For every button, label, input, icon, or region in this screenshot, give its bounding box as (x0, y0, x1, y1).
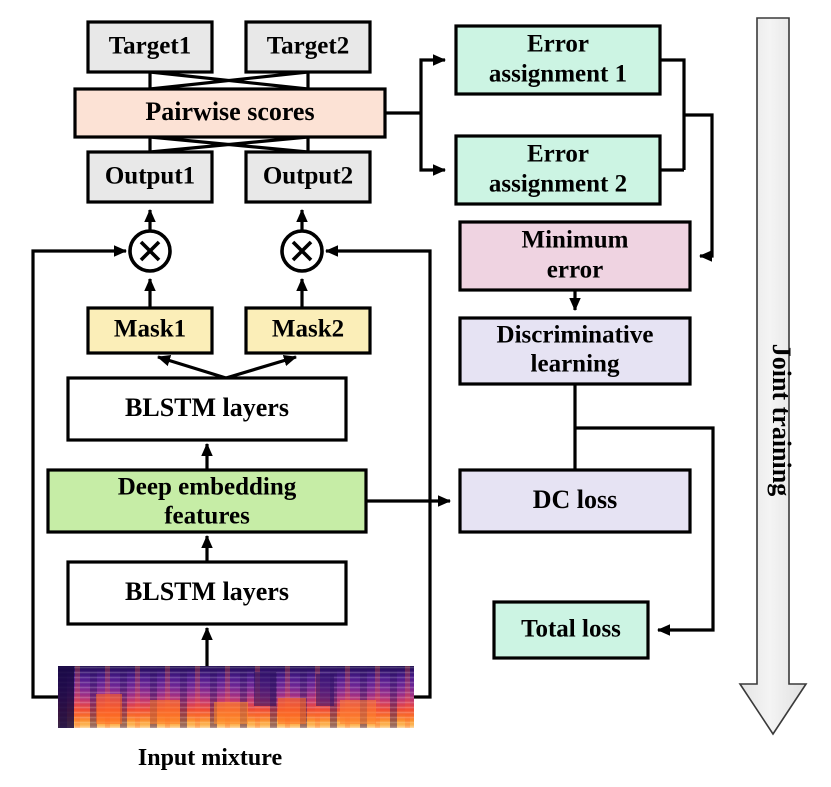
node-mask1[interactable]: Mask1 (86, 306, 214, 355)
edge-error1-to-merge (660, 58, 686, 170)
node-mask2[interactable]: Mask2 (244, 306, 372, 355)
embedding-label-line2: features (164, 503, 250, 530)
input-mixture-spectrogram (58, 666, 414, 728)
edge-group-left-column (31, 208, 452, 699)
node-discriminative-learning[interactable]: Discriminative learning (458, 316, 692, 386)
joint-training-label: Joint training (767, 344, 796, 496)
mask2-label: Mask2 (272, 316, 344, 343)
edge-merge-to-minimum (684, 113, 714, 262)
node-minimum-error[interactable]: Minimum error (458, 220, 692, 292)
discriminative-label-line2: learning (531, 351, 620, 378)
edge-group-errors-to-minimum (660, 58, 714, 262)
output2-label: Output2 (263, 163, 353, 190)
input-mixture-caption: Input mixture (138, 745, 283, 771)
node-dc-loss[interactable]: DC loss (458, 468, 692, 534)
node-total-loss[interactable]: Total loss (492, 600, 650, 660)
edge-group-crossings (148, 70, 310, 154)
totalloss-label: Total loss (521, 616, 621, 643)
node-deep-embedding-features[interactable]: Deep embedding features (46, 468, 368, 534)
target2-label: Target2 (267, 33, 349, 60)
joint-training-arrow (738, 17, 808, 736)
edge-pairwise-output2-cross (149, 135, 309, 154)
error2-label-line1: Error (527, 141, 589, 168)
edge-input-feedback-left (31, 245, 128, 699)
minimum-label-line2: error (547, 257, 603, 284)
edge-blstm-to-mask1 (156, 355, 227, 380)
dcloss-label: DC loss (533, 485, 618, 514)
node-output1[interactable]: Output1 (86, 150, 214, 204)
node-target2[interactable]: Target2 (244, 20, 372, 74)
error2-label-line2: assignment 2 (489, 171, 627, 198)
edge-target2-pairwise-cross (149, 70, 309, 91)
output1-label: Output1 (105, 163, 195, 190)
error1-label-line2: assignment 1 (489, 61, 627, 88)
edge-discriminative-branch-right (575, 426, 715, 636)
node-output2[interactable]: Output2 (244, 150, 372, 204)
node-blstm-layers-top[interactable]: BLSTM layers (66, 376, 348, 442)
multiply-operator-2[interactable] (280, 229, 324, 273)
discriminative-label-line1: Discriminative (497, 322, 654, 349)
node-target1[interactable]: Target1 (86, 20, 214, 74)
node-pairwise-scores[interactable]: Pairwise scores (73, 87, 387, 139)
edge-group-pairwise-to-errors (385, 54, 447, 176)
edge-pairwise-to-error1 (419, 54, 447, 113)
blstm-bottom-label: BLSTM layers (125, 577, 289, 606)
pairwise-scores-label: Pairwise scores (145, 97, 314, 126)
edge-blstm-to-mask2 (225, 354, 298, 380)
edge-group-right-chain (569, 290, 715, 636)
minimum-label-line1: Minimum (522, 227, 629, 254)
edge-input-feedback-right (324, 245, 432, 699)
node-blstm-layers-bottom[interactable]: BLSTM layers (66, 560, 348, 626)
blstm-top-label: BLSTM layers (125, 393, 289, 422)
node-error-assignment-2[interactable]: Error assignment 2 (454, 134, 662, 206)
multiply-operator-1[interactable] (128, 229, 172, 273)
edge-pairwise-to-error2 (419, 113, 447, 176)
embedding-label-line1: Deep embedding (118, 474, 297, 501)
mask1-label: Mask1 (114, 316, 186, 343)
node-error-assignment-1[interactable]: Error assignment 1 (454, 24, 662, 96)
target1-label: Target1 (109, 33, 191, 60)
error1-label-line1: Error (527, 31, 589, 58)
